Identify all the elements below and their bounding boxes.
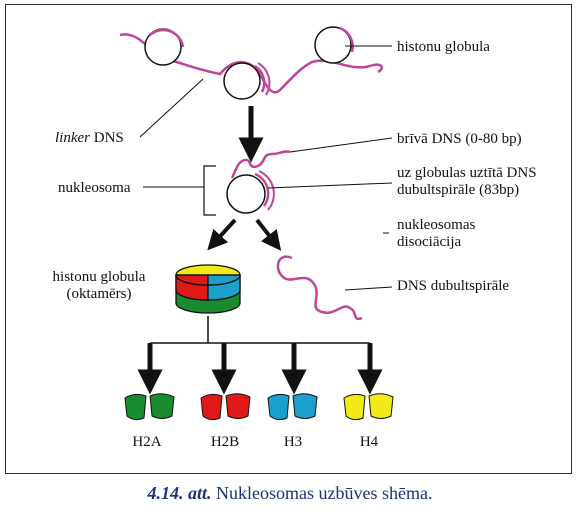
label-dissociation-2: disociācija [397,234,461,250]
figure-caption: 4.14. att. Nukleosomas uzbūves shēma. [0,483,580,504]
label-histone-globule-mid-1: histonu globula [53,269,146,285]
histone-h4-dimer [343,393,394,421]
pointer-dna-double-helix [344,286,393,291]
histone-h2b-dimer [200,393,251,421]
nucleosome-diagram: histonu globula linker DNS nukleosoma br… [53,26,537,450]
label-wound-dna-1: uz globulas uztītā DNS [397,165,537,181]
figure-frame [5,4,572,474]
label-h2a: H2A [132,434,161,450]
arrow-to-free-dna [255,218,282,251]
label-linker-dna: linker DNS [55,130,124,146]
dna-free-strand [276,255,363,321]
caption-number: 4.14. att. [147,483,212,503]
caption-text: Nukleosomas uzbūves shēma. [211,483,433,503]
distribution-tree [137,316,383,395]
nucleosome-single [226,150,291,214]
nucleosome-top-middle [223,62,271,100]
label-nucleosome: nukleosoma [58,180,131,196]
nucleosome-top-right [314,26,354,64]
nucleosome-top-left [144,28,185,66]
label-h3: H3 [284,434,302,450]
label-dna-double-helix: DNS dubultspirāle [397,278,509,294]
histone-h3-dimer [267,393,318,421]
label-h4: H4 [360,434,379,450]
arrow-to-octamer [207,218,237,251]
pointer-linker-dna [139,78,204,138]
label-free-dna: brīvā DNS (0-80 bp) [397,131,522,147]
histone-octamer [175,264,241,314]
label-h2b: H2B [211,434,239,450]
nucleosome-bracket [203,165,216,216]
pointer-free-dna [289,137,393,153]
label-histone-globule-mid-2: (oktamērs) [67,286,132,302]
histone-h2a-dimer [124,393,175,421]
label-wound-dna-2: dubultspirāle (83bp) [397,182,519,198]
label-dissociation-1: nukleosomas [397,217,475,233]
pointer-wound-dna [267,182,393,189]
label-histone-globule-top: histonu globula [397,39,490,55]
